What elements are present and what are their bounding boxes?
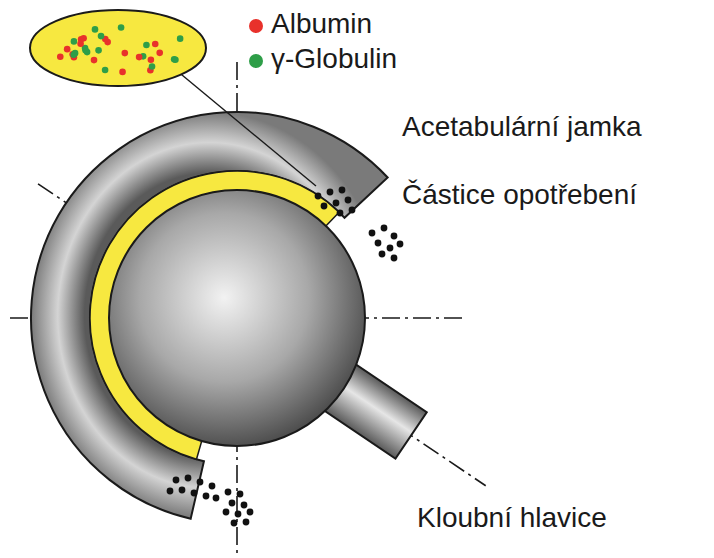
part-label: Částice opotřebení [402,180,637,211]
wear-particles [167,187,404,527]
particle-dot [375,240,382,247]
particle-dot [203,493,210,500]
particle-dot [223,509,230,516]
particle-dot [167,488,174,495]
particle-dot [185,475,192,482]
particle-dot [333,200,340,207]
legend-swatch [249,54,263,68]
part-label: Acetabulární jamka [402,112,642,143]
particle-dot [225,489,232,496]
particle-dot [397,241,404,248]
protein-dot [72,50,79,57]
particle-dot [241,502,248,509]
protein-dot [102,67,109,74]
legend-swatch [249,19,263,33]
protein-dot [122,50,129,57]
protein-dot [118,24,125,31]
particle-dot [391,255,398,262]
legend-text: Albumin [271,9,372,40]
particle-dot [197,479,204,486]
part-label: Kloubní hlavice [417,503,607,534]
particle-dot [247,509,254,516]
particle-dot [339,187,346,194]
inset-ellipse [30,10,206,86]
particle-dot [209,483,216,490]
protein-dot [152,41,159,48]
particle-dot [315,193,322,200]
particle-dot [231,520,238,527]
particle-dot [337,210,344,217]
acetabular-cup [31,112,388,519]
particle-dot [213,495,220,502]
particle-dot [173,477,180,484]
protein-dot [71,38,78,45]
particle-dot [229,500,236,507]
protein-dot [119,69,126,76]
protein-dot [80,35,87,42]
protein-dot [92,26,99,33]
femoral-head [109,190,365,446]
protein-dot [57,53,64,60]
protein-dot [98,33,105,40]
particle-dot [321,203,328,210]
particle-dot [345,197,352,204]
protein-dot [149,63,156,70]
protein-dot [156,50,163,57]
particle-dot [391,233,398,240]
protein-dot [172,56,179,63]
protein-dot [82,47,89,54]
fluid-inset [30,10,206,86]
protein-dot [91,57,98,64]
particle-dot [327,189,334,196]
particle-dot [349,207,356,214]
protein-dot [95,47,102,54]
particle-dot [237,491,244,498]
protein-dot [64,46,71,53]
protein-dot [177,35,184,42]
particle-dot [379,251,386,258]
particle-dot [179,487,186,494]
particle-dot [191,490,198,497]
protein-dot [143,42,150,49]
protein-dot [148,56,155,63]
particle-dot [243,519,250,526]
legend-text: γ-Globulin [271,44,397,75]
particle-dot [387,245,394,252]
protein-dot [136,54,143,61]
leader-line [176,70,316,186]
particle-dot [369,230,376,237]
particle-dot [235,511,242,518]
particle-dot [381,225,388,232]
